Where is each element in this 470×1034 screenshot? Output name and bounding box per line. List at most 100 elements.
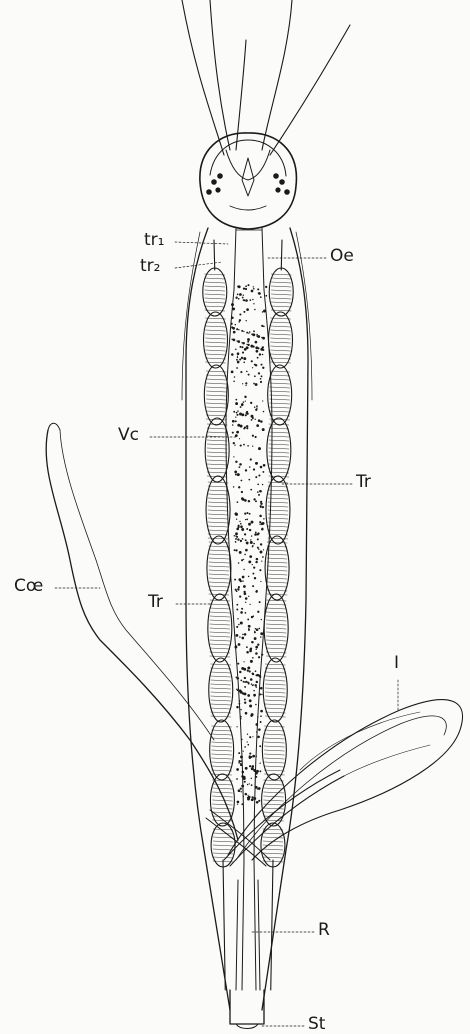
stipple-dot	[250, 539, 251, 540]
stipple-dot	[234, 579, 236, 581]
trachea-hatch	[270, 407, 290, 408]
stipple-dot	[242, 342, 244, 344]
stipple-dot	[247, 341, 249, 343]
trachea-hatch	[268, 526, 288, 527]
stipple-dot	[260, 378, 262, 380]
trachea-hatch	[207, 452, 227, 453]
label-oe: Oe	[330, 248, 354, 265]
trachea-hatch	[267, 566, 287, 567]
stipple-dot	[253, 694, 256, 697]
trachea-hatch	[212, 784, 232, 785]
stipple-dot	[252, 799, 253, 800]
trachea-hatch	[211, 672, 231, 673]
trachea-segment	[203, 268, 227, 316]
stipple-dot	[250, 678, 253, 681]
label-r: R	[318, 922, 330, 939]
stipple-dot	[248, 333, 249, 334]
stipple-dot	[248, 523, 251, 526]
stipple-dot	[257, 611, 259, 613]
trachea-hatch	[213, 845, 233, 846]
stipple-dot	[251, 521, 254, 524]
stipple-dot	[259, 745, 261, 747]
stipple-dot	[248, 560, 251, 563]
stipple-dot	[239, 293, 242, 296]
trachea-hatch	[206, 326, 226, 327]
stipple-dot	[251, 290, 254, 293]
stipple-dot	[255, 652, 258, 655]
trachea-hatch	[265, 708, 285, 709]
stipple-dot	[235, 297, 237, 299]
stipple-dot	[244, 633, 247, 636]
stipple-dot	[236, 689, 238, 691]
stipple-dot	[256, 424, 259, 427]
stipple-dot	[243, 776, 246, 779]
stipple-dot	[236, 778, 238, 780]
trachea-hatch	[266, 616, 286, 617]
stipple-dot	[256, 350, 259, 353]
stipple-dot	[245, 539, 247, 541]
trachea-hatch	[209, 566, 229, 567]
trachea-hatch	[264, 816, 284, 817]
stipple-dot	[255, 462, 258, 465]
stipple-dot	[236, 412, 238, 414]
stipple-dot	[255, 561, 257, 563]
stipple-dot	[245, 385, 246, 386]
trachea-hatch	[213, 837, 233, 838]
trachea-hatch	[264, 784, 284, 785]
trachea-hatch	[205, 302, 225, 303]
stipple-dot	[259, 490, 262, 493]
stipple-dot	[257, 736, 259, 738]
stipple-dot	[258, 656, 260, 658]
stipple-dot	[257, 483, 259, 485]
stipple-dot	[260, 763, 261, 764]
stipple-dot	[243, 569, 244, 570]
stipple-dot	[236, 609, 238, 611]
label-tr2: tr₂	[140, 258, 160, 275]
stipple-dot	[259, 521, 261, 523]
stipple-dot	[249, 783, 250, 784]
stipple-dot	[244, 781, 246, 783]
trachea-hatch	[264, 758, 284, 759]
stipple-dot	[256, 731, 257, 732]
stipple-dot	[231, 317, 234, 320]
trachea-hatch	[209, 558, 229, 559]
stipple-dot	[241, 760, 243, 762]
trachea-hatch	[266, 628, 286, 629]
stipple-dot	[249, 699, 252, 702]
trachea-hatch	[212, 800, 232, 801]
stipple-dot	[247, 338, 250, 341]
stipple-dot	[235, 541, 237, 543]
trachea-hatch	[267, 582, 287, 583]
trachea-hatch	[264, 808, 284, 809]
stipple-dot	[251, 415, 254, 418]
stipple-dot	[242, 383, 243, 384]
stipple-dot	[255, 723, 258, 726]
stipple-dot	[233, 381, 235, 383]
stipple-dot	[235, 538, 237, 540]
trachea-hatch	[270, 375, 290, 376]
stipple-dot	[259, 688, 260, 689]
trachea-hatch	[270, 379, 290, 380]
stipple-dot	[239, 346, 241, 348]
stipple-dot	[265, 295, 267, 297]
stipple-dot	[260, 632, 263, 635]
stipple-dot	[255, 476, 257, 478]
trachea-hatch	[206, 350, 226, 351]
stipple-dot	[243, 585, 246, 588]
trachea-hatch	[271, 278, 291, 279]
stipple-dot	[255, 704, 257, 706]
stipple-dot	[236, 706, 239, 709]
stipple-dot	[262, 428, 265, 431]
stipple-dot	[241, 608, 243, 610]
trachea-hatch	[212, 762, 232, 763]
stipple-dot	[240, 540, 242, 542]
trachea-hatch	[264, 754, 284, 755]
trachea-hatch	[268, 514, 288, 515]
trachea-hatch	[207, 472, 227, 473]
stipple-dot	[253, 383, 255, 385]
stipple-dot	[247, 744, 249, 746]
stipple-dot	[252, 564, 253, 565]
stipple-dot	[240, 764, 242, 766]
stipple-dot	[246, 332, 248, 334]
stipple-dot	[263, 326, 265, 328]
